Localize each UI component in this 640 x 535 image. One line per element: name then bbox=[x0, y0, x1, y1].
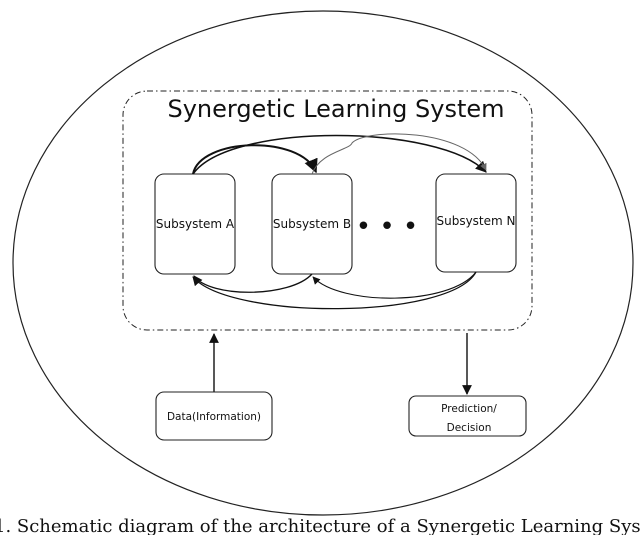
subsystem-n: Subsystem N bbox=[435, 173, 517, 273]
arc-a-to-b-top bbox=[192, 144, 318, 175]
arc-b-to-n-top bbox=[311, 133, 487, 175]
arc-a-to-n-top bbox=[192, 134, 487, 175]
system-title: Synergetic Learning System bbox=[167, 95, 504, 123]
output-label-line2: Decision bbox=[447, 422, 492, 434]
arc-n-to-b-bottom bbox=[312, 271, 477, 299]
input-data-label: Data(Information) bbox=[167, 411, 261, 423]
output-decision-node: Prediction/ Decision bbox=[408, 395, 527, 437]
arc-n-to-a-bottom bbox=[192, 271, 477, 310]
subsystem-a: Subsystem A bbox=[154, 173, 236, 275]
ellipsis-dots: • • • bbox=[356, 212, 419, 242]
subsystem-b: Subsystem B bbox=[271, 173, 353, 275]
system-boundary bbox=[122, 90, 533, 331]
outer-ellipse bbox=[12, 10, 634, 516]
output-decision-box bbox=[408, 395, 527, 437]
subsystem-n-label: Subsystem N bbox=[436, 214, 515, 228]
input-data-box bbox=[155, 391, 273, 441]
input-data-node: Data(Information) bbox=[155, 391, 273, 441]
subsystem-a-box bbox=[154, 173, 236, 275]
figure-caption: 1. Schematic diagram of the architecture… bbox=[0, 516, 640, 535]
output-label-line1: Prediction/ bbox=[441, 403, 497, 415]
subsystem-b-label: Subsystem B bbox=[273, 217, 351, 231]
subsystem-a-label: Subsystem A bbox=[156, 217, 235, 231]
